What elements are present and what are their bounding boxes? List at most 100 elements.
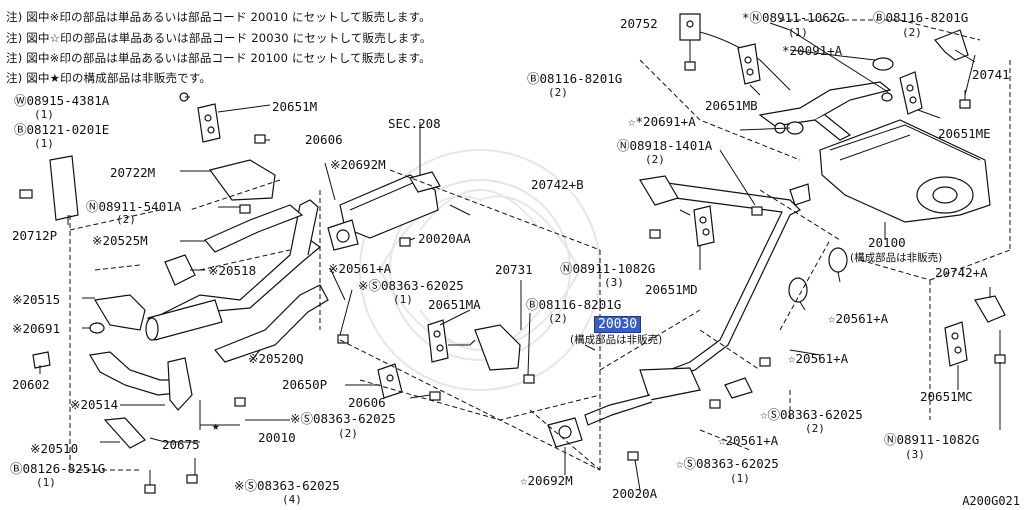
part-label-20020A[interactable]: 20020A bbox=[612, 486, 658, 501]
part-label-08116-8201G-top[interactable]: Ⓑ08116-8201G bbox=[873, 10, 969, 25]
pipe-20525M bbox=[204, 204, 304, 253]
hanger-rubber-20651M bbox=[197, 103, 221, 143]
flange-20692M bbox=[547, 417, 583, 448]
part-label-20520Q[interactable]: ※20520Q bbox=[248, 351, 304, 366]
qty-08363-62025-bot: (4) bbox=[282, 493, 302, 506]
part-label-08363-62025-mid[interactable]: ※Ⓢ08363-62025 bbox=[290, 411, 396, 426]
part-label-20010[interactable]: 20010 bbox=[258, 430, 296, 445]
part-label-20510[interactable]: ※20510 bbox=[30, 441, 79, 456]
qty-08363-62025-top: (1) bbox=[393, 293, 413, 306]
pipe-20520Q bbox=[214, 284, 329, 363]
part-label-20691A[interactable]: ☆*20691+A bbox=[628, 114, 696, 129]
bracket-20742B bbox=[639, 175, 679, 206]
part-label-20606-bot[interactable]: 20606 bbox=[348, 395, 386, 410]
tip-20091A bbox=[872, 57, 894, 102]
part-label-08915-4381A[interactable]: Ⓦ08915-4381A bbox=[14, 93, 110, 108]
bolts bbox=[19, 92, 771, 494]
part-label-20651ME[interactable]: 20651ME bbox=[938, 126, 991, 141]
part-label-20692M-bot[interactable]: ☆20692M bbox=[520, 473, 573, 488]
part-label-20651MD[interactable]: 20651MD bbox=[645, 282, 698, 297]
muffler-assembly bbox=[758, 81, 991, 223]
part-20030-note: (構成部品は非販売) bbox=[570, 334, 663, 346]
bracket-20742A bbox=[974, 295, 1006, 364]
leader-lines bbox=[39, 22, 1001, 491]
part-label-20741[interactable]: 20741 bbox=[972, 67, 1010, 82]
part-label-20742B[interactable]: 20742+B bbox=[531, 177, 584, 192]
note-line-3: 注) 図中※印の部品は単品あるいは部品コード 20100 にセットして販売します… bbox=[6, 51, 431, 65]
hanger-rubber-20651MA bbox=[427, 319, 449, 363]
part-label-20742A[interactable]: 20742+A bbox=[935, 265, 988, 280]
part-label-20691[interactable]: ※20691 bbox=[12, 321, 61, 336]
bracket-20712P bbox=[49, 155, 79, 221]
part-label-20030-highlight[interactable]: 20030 bbox=[594, 316, 642, 333]
part-label-20100[interactable]: 20100 bbox=[868, 235, 906, 250]
qty-08116-8201G-mid: (2) bbox=[548, 312, 568, 325]
qty-08911-5401A: (2) bbox=[116, 213, 136, 226]
part-label-20602[interactable]: 20602 bbox=[12, 377, 50, 392]
part-label-08363-62025-bot[interactable]: ※Ⓢ08363-62025 bbox=[234, 478, 340, 493]
qty-08363-62025-bot2: (1) bbox=[730, 472, 750, 485]
part-label-20712P[interactable]: 20712P bbox=[12, 228, 58, 243]
pipe-20515 bbox=[94, 294, 146, 331]
part-label-08911-1082G-mid[interactable]: Ⓝ08911-1082G bbox=[560, 261, 656, 276]
qty-08911-1082G-r: (3) bbox=[905, 448, 925, 461]
part-label-20561A-bot[interactable]: ☆20561+A bbox=[718, 433, 779, 448]
part-label-20752[interactable]: 20752 bbox=[620, 16, 658, 31]
part-label-20514[interactable]: ※20514 bbox=[70, 397, 119, 412]
qty-08363-62025-right: (2) bbox=[805, 422, 825, 435]
part-label-08116-8201G-mid[interactable]: Ⓑ08116-8201G bbox=[526, 297, 622, 312]
part-label-20561A-mid[interactable]: ※20561+A bbox=[328, 261, 392, 276]
hanger-rubber-20651MD bbox=[693, 205, 715, 247]
part-label-08126-8251G[interactable]: Ⓑ08126-8251G bbox=[10, 461, 106, 476]
gasket-20691A bbox=[774, 121, 804, 135]
qty-08911-1082G-mid: (3) bbox=[604, 276, 624, 289]
note-line-1: 注) 図中※印の部品は単品あるいは部品コード 20010 にセットして販売します… bbox=[6, 10, 431, 24]
part-label-20722M[interactable]: 20722M bbox=[110, 165, 156, 180]
part-label-20020AA[interactable]: 20020AA bbox=[418, 231, 471, 246]
part-label-08116-8201G-left[interactable]: Ⓑ08116-8201G bbox=[527, 71, 623, 86]
gasket-20691 bbox=[89, 322, 105, 334]
qty-08911-1062G-top: (1) bbox=[788, 26, 808, 39]
part-label-20675[interactable]: 20675 bbox=[162, 437, 200, 452]
note-line-4: 注) 図中★印の構成部品は非販売です。 bbox=[6, 71, 212, 85]
part-label-sec208[interactable]: SEC.208 bbox=[388, 116, 441, 131]
gasket-20692M-top bbox=[327, 219, 359, 251]
part-label-08911-5401A[interactable]: Ⓝ08911-5401A bbox=[86, 199, 182, 214]
qty-08116-8201G-left: (2) bbox=[548, 86, 568, 99]
part-label-20651M[interactable]: 20651M bbox=[272, 99, 318, 114]
part-label-08911-1062G-top[interactable]: *Ⓝ08911-1062G bbox=[742, 10, 845, 25]
part-label-08911-1082G-r[interactable]: Ⓝ08911-1082G bbox=[884, 432, 980, 447]
part-label-08363-62025-right[interactable]: ☆Ⓢ08363-62025 bbox=[760, 407, 863, 422]
qty-08915-4381A: (1) bbox=[34, 108, 54, 121]
part-label-20651MC[interactable]: 20651MC bbox=[920, 389, 973, 404]
part-label-20561A-r1[interactable]: ☆20561+A bbox=[828, 311, 889, 326]
qty-08363-62025-mid: (2) bbox=[338, 427, 358, 440]
part-label-20606-top[interactable]: 20606 bbox=[305, 132, 343, 147]
part-label-20650P[interactable]: 20650P bbox=[282, 377, 328, 392]
part-label-08363-62025-top[interactable]: ※Ⓢ08363-62025 bbox=[358, 278, 464, 293]
diagram-code: A200G021 bbox=[962, 494, 1020, 508]
part-label-20518[interactable]: ※20518 bbox=[208, 263, 257, 278]
part-label-20525M[interactable]: ※20525M bbox=[92, 233, 148, 248]
part-label-08121-0201E[interactable]: Ⓑ08121-0201E bbox=[14, 122, 110, 137]
hanger-rubber-20651MB bbox=[737, 43, 761, 85]
part-label-20692M-top[interactable]: ※20692M bbox=[330, 157, 386, 172]
front-exhaust-20010 bbox=[145, 199, 321, 341]
note-line-2: 注) 図中☆印の部品は単品あるいは部品コード 20030 にセットして販売します… bbox=[6, 31, 432, 45]
star-mark: ★ bbox=[212, 418, 220, 433]
clamp-20561A-right bbox=[724, 247, 848, 399]
group-boundaries bbox=[69, 19, 1011, 471]
pipe-20510 bbox=[103, 417, 146, 449]
bracket-20722M bbox=[208, 159, 276, 201]
part-label-08363-62025-bot2[interactable]: ☆Ⓢ08363-62025 bbox=[676, 456, 779, 471]
gasket-20602 bbox=[32, 351, 51, 369]
part-label-20091A[interactable]: *20091+A bbox=[782, 43, 843, 58]
part-label-20561A-r2[interactable]: ☆20561+A bbox=[788, 351, 849, 366]
part-label-20651MA[interactable]: 20651MA bbox=[428, 297, 481, 312]
part-label-20515[interactable]: ※20515 bbox=[12, 292, 61, 307]
part-label-20651MB[interactable]: 20651MB bbox=[705, 98, 758, 113]
part-label-08918-1401A[interactable]: Ⓝ08918-1401A bbox=[617, 138, 713, 153]
part-label-20731[interactable]: 20731 bbox=[495, 262, 533, 277]
